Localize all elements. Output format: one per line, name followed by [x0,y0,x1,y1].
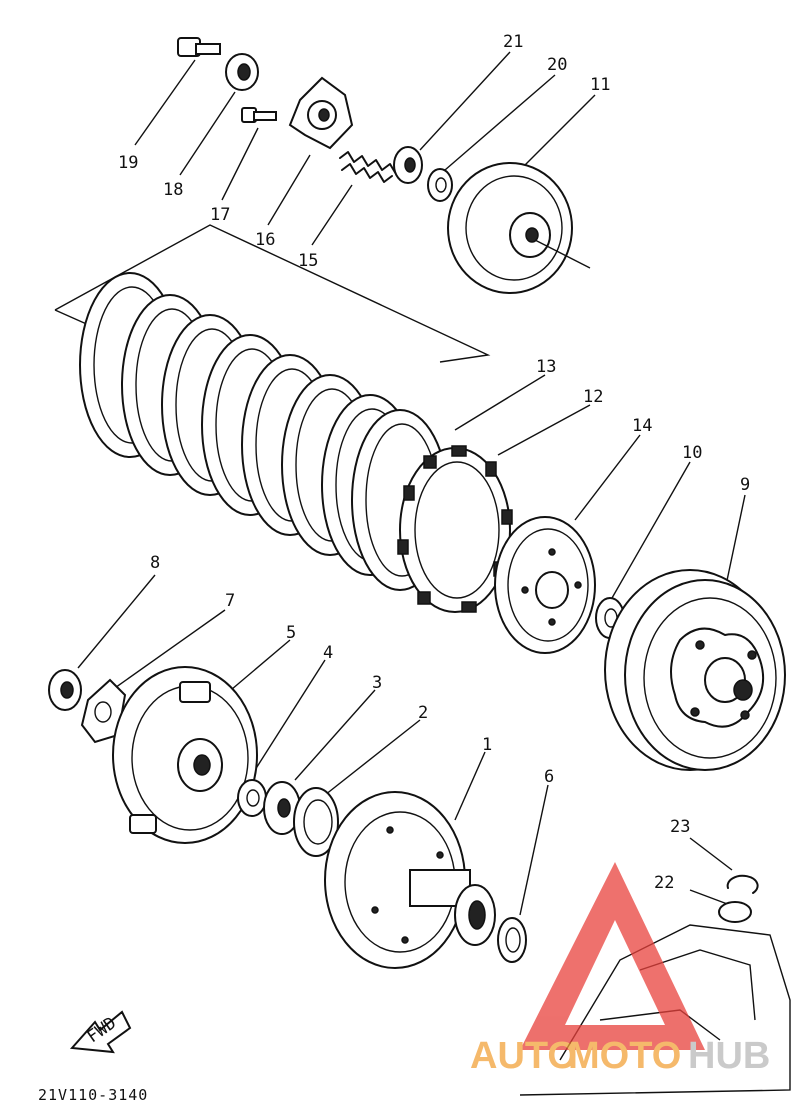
watermark-logo: AUTO MOTO HUB [470,862,770,1077]
callout-19: 19 [118,153,138,173]
part-3-gear [263,781,301,835]
callout-labels: 19 18 17 16 15 21 20 11 13 12 14 10 9 8 … [118,32,750,893]
callout-5: 5 [286,623,296,643]
part-12-friction-plate [397,445,513,613]
callout-3: 3 [372,673,382,693]
clutch-plate-stack [79,272,449,591]
callout-11: 11 [590,75,610,95]
callout-1: 1 [482,735,492,755]
part-23-clip [726,874,759,894]
watermark-triangle-icon [520,862,705,1050]
part-22-plug [718,901,752,923]
drawing-code: 21V110-3140 [38,1086,148,1104]
callout-17: 17 [210,205,230,225]
part-20-lock-washer [427,168,453,202]
callout-12: 12 [583,387,603,407]
callout-18: 18 [163,180,183,200]
fwd-arrow-icon: FWD [69,1010,132,1054]
part-1-primary-drive-gear [324,791,496,969]
part-17-bolt [241,107,277,123]
callout-15: 15 [298,251,318,271]
leader-lines [77,51,746,916]
callout-2: 2 [418,703,428,723]
watermark-hub: HUB [688,1035,770,1077]
callout-22: 22 [654,873,674,893]
part-15-spring [339,151,397,183]
callout-23: 23 [670,817,690,837]
callout-14: 14 [632,416,652,436]
watermark-auto: AUTO [470,1035,577,1077]
watermark-moto: MOTO [568,1035,681,1077]
part-6-washer [497,917,527,963]
callout-21: 21 [503,32,523,52]
part-21-nut [393,146,423,184]
part-5-centrifugal-clutch [112,666,258,844]
part-14-drive-plate [494,516,596,654]
part-11-pressure-plate [447,162,591,294]
part-16-push-plate [288,76,354,150]
part-9-clutch-housing [604,569,786,771]
part-4-washer [237,779,267,817]
callout-9: 9 [740,475,750,495]
callout-13: 13 [536,357,556,377]
part-19-bolt [177,37,221,57]
callout-7: 7 [225,591,235,611]
callout-16: 16 [255,230,275,250]
callout-20: 20 [547,55,567,75]
callout-8: 8 [150,553,160,573]
callout-4: 4 [323,643,333,663]
part-18-bearing [225,53,259,91]
part-8-washer [48,669,82,711]
callout-6: 6 [544,767,554,787]
callout-10: 10 [682,443,702,463]
part-2-one-way-clutch [293,787,339,857]
